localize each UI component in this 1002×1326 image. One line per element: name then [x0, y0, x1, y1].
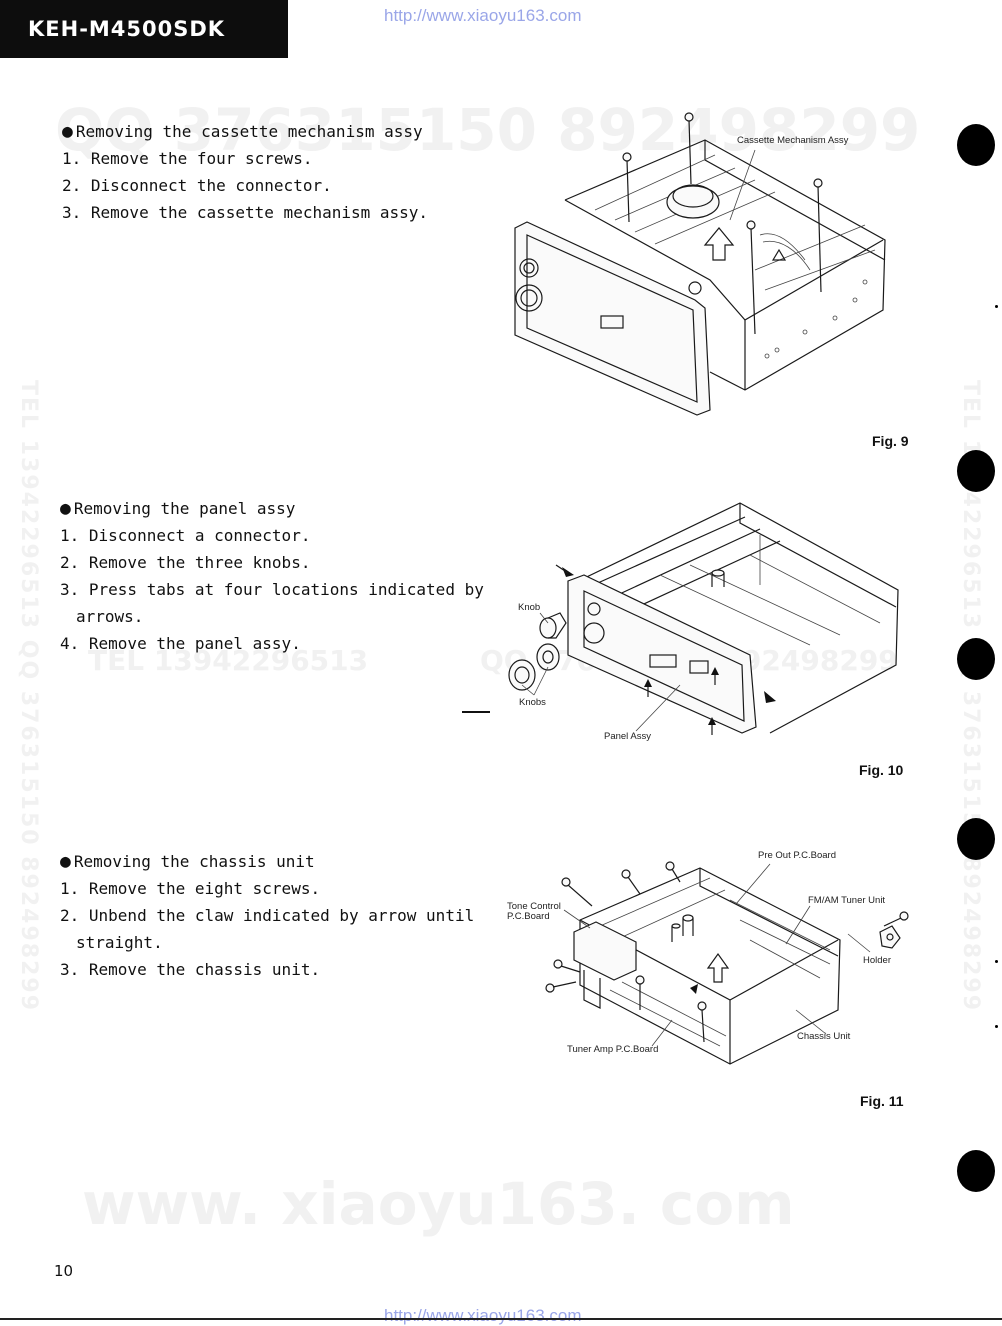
label-knob: Knob	[518, 602, 541, 613]
section-cassette-removal: ●Removing the cassette mechanism assy 1.…	[62, 118, 428, 226]
screw-icon	[635, 975, 645, 1010]
screw-icon	[813, 178, 823, 293]
screw-icon	[545, 981, 577, 993]
step-4: 4. Remove the panel assy.	[60, 634, 301, 653]
label-knobs: Knobs	[519, 697, 546, 708]
model-title: KEH-M4500SDK	[0, 0, 288, 58]
screw-icon	[561, 877, 593, 907]
screw-icon	[553, 959, 581, 973]
screw-icon	[684, 112, 694, 185]
watermark-qq-top: QQ 376315150 892498299	[55, 96, 921, 164]
arrow-icon	[708, 717, 716, 735]
screw-icon	[622, 152, 632, 223]
watermark-url-top[interactable]: http://www.xiaoyu163.com	[384, 6, 582, 25]
step-2: 2. Unbend the claw indicated by arrow un…	[60, 906, 475, 952]
speck	[995, 1025, 998, 1028]
step-1: 1. Remove the four screws.	[62, 149, 313, 168]
page-number: 10	[54, 1262, 74, 1280]
step-3: 3. Remove the cassette mechanism assy.	[62, 203, 429, 222]
knob-icon	[536, 643, 560, 671]
watermark-url-bottom[interactable]: http://www.xiaoyu163.com	[384, 1306, 582, 1325]
holder-icon	[879, 925, 901, 949]
bullet-dot-icon: ●	[60, 498, 71, 519]
arrow-icon	[555, 564, 574, 577]
step-1: 1. Disconnect a connector.	[60, 526, 311, 545]
arrow-icon	[764, 691, 776, 703]
figure-9-caption: Fig. 9	[872, 433, 909, 449]
label-chassis-unit: Chassis Unit	[797, 1031, 851, 1042]
label-cassette-mechanism-assy: Cassette Mechanism Assy	[737, 135, 849, 146]
screw-icon	[697, 1001, 707, 1043]
section-chassis-removal: ●Removing the chassis unit 1. Remove the…	[60, 848, 474, 983]
screw-icon	[746, 220, 756, 335]
watermark-tel-mid: TEL 13942296513	[88, 644, 369, 677]
binder-hole-icon	[957, 818, 995, 860]
binder-hole-icon	[957, 450, 995, 492]
step-1: 1. Remove the eight screws.	[60, 879, 321, 898]
binder-hole-icon	[957, 638, 995, 680]
figure-11-caption: Fig. 11	[860, 1093, 904, 1109]
bullet-dot-icon: ●	[60, 851, 71, 872]
binder-hole-icon	[957, 1150, 995, 1192]
section-heading: ●Removing the panel assy	[60, 498, 296, 519]
binder-hole-icon	[957, 124, 995, 166]
watermark-site: www. xiaoyu163. com	[82, 1170, 795, 1238]
bullet-dot-icon: ●	[62, 121, 73, 142]
label-panel-assy: Panel Assy	[604, 731, 651, 742]
scan-mark	[462, 711, 490, 713]
screw-icon	[883, 911, 909, 927]
arrow-icon	[690, 984, 698, 994]
step-3: 3. Press tabs at four locations indicate…	[60, 580, 484, 626]
step-2: 2. Remove the three knobs.	[60, 553, 311, 572]
section-panel-removal: ●Removing the panel assy 1. Disconnect a…	[60, 495, 484, 657]
figure-10-caption: Fig. 10	[859, 762, 904, 778]
arrow-icon	[711, 667, 719, 685]
knob-icon	[508, 659, 536, 691]
speck	[995, 305, 998, 308]
figure-9-drawing	[514, 112, 886, 416]
label-fm-am-tuner-unit: FM/AM Tuner Unit	[808, 895, 886, 906]
watermark-side-left: TEL 13942296513 QQ 376315150 892498299	[16, 380, 41, 1013]
screw-icon	[621, 869, 641, 895]
label-tuner-amp-board: Tuner Amp P.C.Board	[567, 1044, 659, 1055]
label-tone-control-board: Tone Control P.C.Board	[507, 901, 561, 922]
screw-icon	[665, 861, 681, 883]
arrow-icon	[644, 679, 652, 697]
label-holder: Holder	[863, 955, 891, 966]
step-2: 2. Disconnect the connector.	[62, 176, 332, 195]
speck	[995, 960, 998, 963]
label-pre-out-board: Pre Out P.C.Board	[758, 850, 836, 861]
section-heading: ●Removing the chassis unit	[60, 851, 315, 872]
knob-icon	[539, 612, 567, 639]
step-3: 3. Remove the chassis unit.	[60, 960, 321, 979]
figure-11-drawing	[545, 861, 909, 1065]
arrow-icon	[706, 952, 730, 983]
section-heading: ●Removing the cassette mechanism assy	[62, 121, 423, 142]
figure-10-drawing	[508, 502, 899, 735]
bottom-rule	[0, 1318, 1002, 1320]
